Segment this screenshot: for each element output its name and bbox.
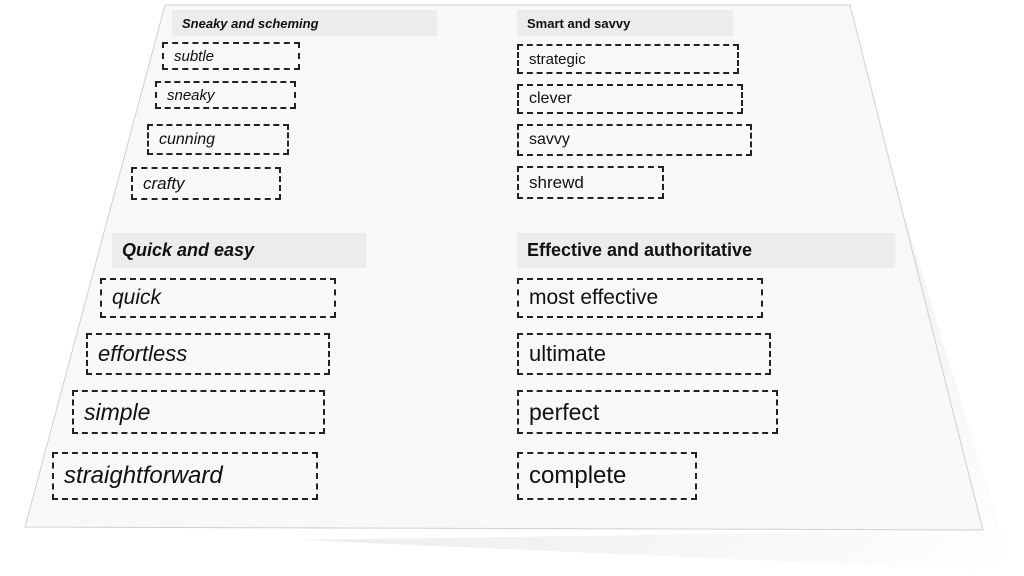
group-header-quick: Quick and easy	[112, 233, 366, 268]
word-box[interactable]: crafty	[131, 167, 281, 200]
word-box[interactable]: ultimate	[517, 333, 771, 375]
word-box[interactable]: complete	[517, 452, 697, 500]
word-box[interactable]: perfect	[517, 390, 778, 434]
word-box[interactable]: effortless	[86, 333, 330, 375]
word-box[interactable]: shrewd	[517, 166, 664, 199]
word-box[interactable]: quick	[100, 278, 336, 318]
word-box[interactable]: simple	[72, 390, 325, 434]
word-box[interactable]: clever	[517, 84, 743, 114]
word-box[interactable]: straightforward	[52, 452, 318, 500]
group-header-sneaky: Sneaky and scheming	[172, 10, 437, 36]
word-box[interactable]: strategic	[517, 44, 739, 74]
word-box[interactable]: cunning	[147, 124, 289, 155]
word-box[interactable]: savvy	[517, 124, 752, 156]
group-header-effective: Effective and authoritative	[517, 233, 895, 268]
word-box[interactable]: most effective	[517, 278, 763, 318]
word-box[interactable]: subtle	[162, 42, 300, 70]
group-header-smart: Smart and savvy	[517, 10, 733, 36]
paper-background	[24, 4, 984, 531]
word-box[interactable]: sneaky	[155, 81, 296, 109]
